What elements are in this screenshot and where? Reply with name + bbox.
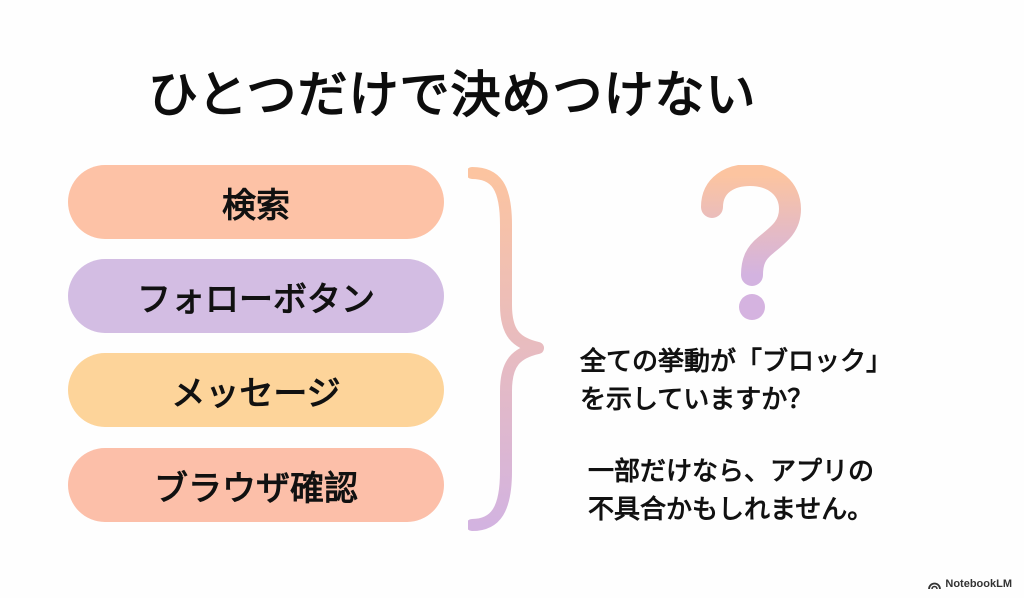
- curly-brace-icon: [468, 167, 544, 531]
- notebooklm-badge: NotebookLM: [928, 578, 1012, 590]
- pill-follow-button: フォローボタン: [68, 259, 444, 333]
- question-mark-icon: [701, 165, 802, 320]
- note-line: 一部だけなら、アプリの: [588, 457, 875, 487]
- pill-browser-check: ブラウザ確認: [68, 448, 444, 522]
- question-line: を示していますか？: [580, 385, 814, 415]
- pill-label: ブラウザ確認: [154, 468, 358, 509]
- pill-label: フォローボタン: [137, 279, 375, 320]
- pill-message: メッセージ: [68, 353, 444, 427]
- pill-label: 検索: [222, 185, 290, 226]
- slide-title: ひとつだけで決めつけない: [148, 66, 757, 124]
- pill-search: 検索: [68, 165, 444, 239]
- brand-label: NotebookLM: [945, 578, 1012, 590]
- pill-label: メッセージ: [171, 373, 341, 414]
- notebooklm-logo-icon: [928, 582, 942, 589]
- question-line: 全ての挙動が「ブロック」: [580, 347, 893, 377]
- note-text: 一部だけなら、アプリの 不具合かもしれません。: [588, 453, 874, 529]
- question-text: 全ての挙動が「ブロック」 を示していますか？: [580, 343, 892, 419]
- note-line: 不具合かもしれません。: [588, 495, 874, 525]
